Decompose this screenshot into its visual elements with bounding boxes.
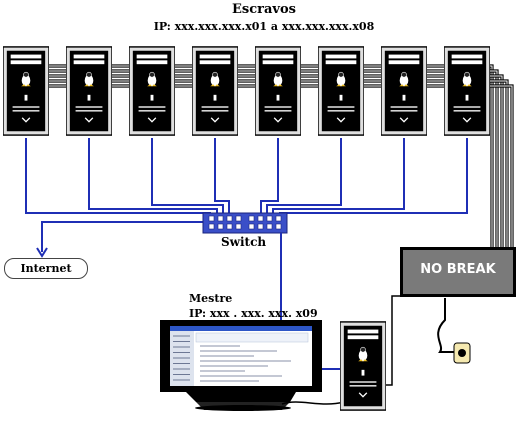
slaves-ip-range: IP: xxx.xxx.xxx.x01 a xxx.xxx.xxx.x08 [153,20,375,33]
master-ip: IP: xxx . xxx. xxx. x09 [189,307,318,320]
slave-tower-icon [255,46,301,136]
switch-port [248,215,255,222]
internet-cable-arrow [36,247,48,258]
ups-label: NO BREAK [420,262,496,277]
slave-network-cable [266,138,342,213]
switch-port [235,223,242,230]
ups-outlet-power-cable [437,298,455,353]
slave-tower-icon [66,46,112,136]
slave-network-cable [260,138,279,213]
monitor-icon [160,320,322,411]
switch-port [217,215,224,222]
slave-nodes [3,46,490,136]
switch-port [226,215,233,222]
switch-label: Switch [221,235,267,249]
switch-port [257,215,264,222]
master-title: Mestre [189,292,233,305]
master-tower-icon [340,321,386,411]
slave-tower-icon [444,46,490,136]
slave-network-cable [151,138,224,213]
switch-port [266,215,273,222]
switch-icon [202,212,288,234]
switch-port [266,223,273,230]
slave-tower-icon [381,46,427,136]
switch-port [208,223,215,230]
switch-port [226,223,233,230]
network-cables [25,138,468,214]
slave-network-cable [214,138,230,213]
slave-tower-icon [192,46,238,136]
slave-network-cable [25,138,211,214]
switch-port [275,215,282,222]
slave-tower-icon [318,46,364,136]
slave-tower-icon [3,46,49,136]
slaves-title: Escravos [232,2,296,17]
internet-node: Internet [4,258,88,279]
internet-cable [41,221,205,252]
slave-network-cable [272,138,405,213]
switch-port [217,223,224,230]
switch-port [235,215,242,222]
slave-tower-icon [129,46,175,136]
ups-icon [400,247,516,297]
monitor-cable [281,401,345,405]
switch-port [208,215,215,222]
switch-port [275,223,282,230]
switch-port [257,223,264,230]
slave-network-cable [279,138,468,214]
slave-network-cable [88,138,218,213]
switch-port [248,223,255,230]
power-outlet-icon [453,342,471,364]
